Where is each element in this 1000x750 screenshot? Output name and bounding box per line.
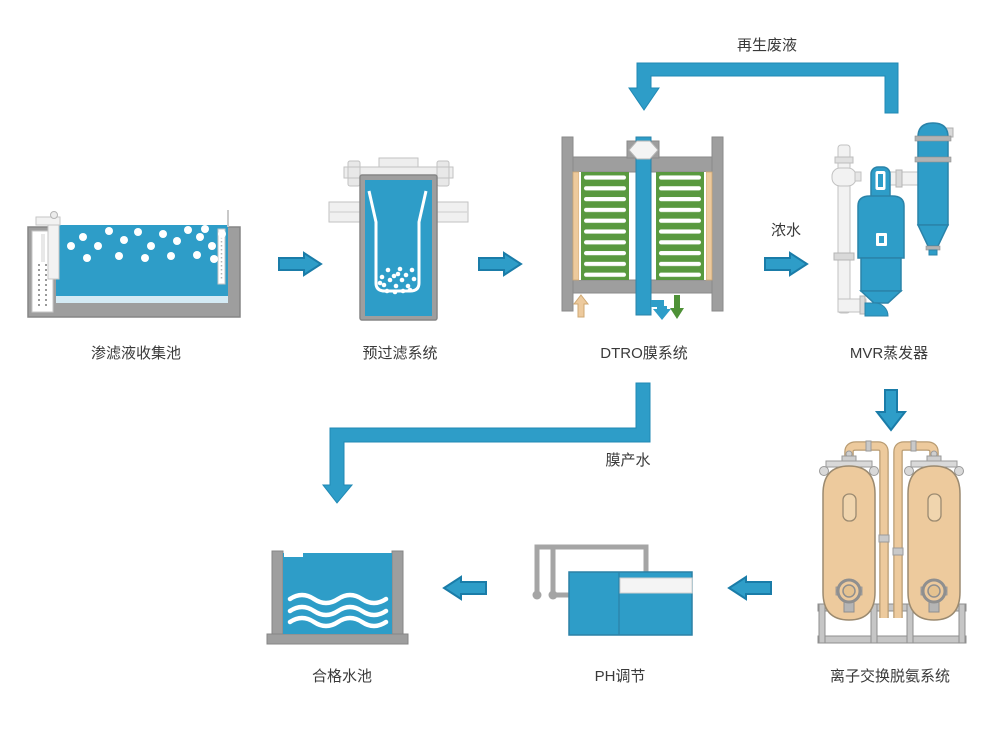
- pipe-flange: [833, 252, 855, 261]
- pool-notch: [284, 551, 303, 557]
- evaporator-lower: [860, 257, 902, 292]
- column-band: [914, 156, 952, 163]
- pipe-flange: [859, 295, 866, 315]
- filter-funnel-liner: [367, 190, 428, 293]
- gauge-inner-pipe: [41, 234, 45, 262]
- pipe-collar: [910, 440, 917, 452]
- pool-water-bottom-strip: [56, 296, 228, 303]
- pipe-regen-waste: [628, 62, 899, 114]
- resin-column-right: [907, 465, 961, 621]
- lid-fitting: [926, 455, 942, 462]
- dtro-right-post: [711, 136, 724, 312]
- stream-label-permeate: 膜产水: [605, 452, 650, 469]
- ion-exchange-equipment: [817, 440, 967, 644]
- stand-leg: [870, 603, 878, 644]
- mvr-equipment: [831, 122, 954, 317]
- inlet-pipe-horizontal: [35, 216, 61, 226]
- pipe-collar: [892, 547, 904, 556]
- membrane-stack-right: [656, 172, 704, 280]
- feed-up-arrow: [572, 294, 590, 318]
- arrow-prefilter-to-dtro: [478, 251, 523, 277]
- inlet-pipe-vertical: [47, 216, 60, 280]
- evaporator-cone: [859, 290, 903, 304]
- pipe-permeate: [321, 382, 651, 504]
- valve-nub: [854, 171, 862, 182]
- clean-pool-label: 合格水池: [312, 668, 372, 685]
- dosing-pipe: [534, 544, 649, 593]
- ph-adjust-label: PH调节: [595, 668, 646, 685]
- bubbles: [67, 225, 226, 263]
- permeate-elbow: [651, 300, 664, 307]
- lifting-lug: [954, 466, 964, 476]
- lid-fitting: [841, 455, 857, 462]
- flange-bolt: [436, 160, 450, 187]
- lifting-lug: [904, 466, 914, 476]
- water-waves: [287, 592, 389, 629]
- valve-body: [831, 167, 857, 187]
- column-window: [927, 493, 942, 522]
- pipe-collar: [878, 534, 890, 543]
- pipe-fitting: [50, 211, 58, 219]
- dtro-left-post: [561, 136, 574, 312]
- cone-tip: [928, 249, 938, 256]
- cone-flange: [925, 245, 941, 251]
- leachate-pool-label: 渗滤液收集池: [91, 345, 181, 362]
- tank-white-band: [619, 577, 693, 594]
- reject-down-arrow: [670, 295, 684, 319]
- mvr-cross-pipe: [888, 171, 921, 186]
- stand-leg: [958, 603, 966, 644]
- arrow-ph-to-clean-pool: [442, 575, 487, 601]
- arrow-dtro-to-mvr: [764, 251, 809, 277]
- stand-leg: [818, 603, 826, 644]
- column-window: [842, 493, 857, 522]
- filter-bubbles: [377, 266, 417, 295]
- column-band: [914, 135, 952, 142]
- leachate-pool-equipment: [27, 210, 241, 318]
- arrow-ion-exchange-to-ph: [727, 575, 772, 601]
- level-indicator: [217, 228, 226, 285]
- membrane-stack-left: [581, 172, 629, 280]
- ph-probe: [548, 590, 558, 600]
- prefilter-label: 预过滤系统: [362, 345, 437, 362]
- mvr-left-pipe: [837, 144, 851, 314]
- stand-top-bar: [817, 603, 967, 612]
- dtro-equipment: [561, 136, 724, 320]
- pool-base: [266, 633, 409, 645]
- permeate-down-arrow: [653, 306, 671, 320]
- pool-right-wall: [391, 550, 404, 637]
- lifting-lug: [819, 466, 829, 476]
- membrane-end-plate: [705, 171, 713, 281]
- resin-column-left: [822, 465, 876, 621]
- pool-left-wall: [271, 550, 284, 637]
- clean-pool-equipment: [266, 550, 409, 645]
- flange-bolt: [347, 160, 361, 187]
- ion-exchange-label: 离子交换脱氨系统: [830, 667, 950, 685]
- column-cone: [916, 224, 950, 247]
- pipe-collar: [865, 440, 872, 452]
- ph-probe: [532, 590, 542, 600]
- membrane-end-plate: [572, 171, 580, 281]
- evaporator-body: [857, 195, 905, 259]
- lifting-lug: [869, 466, 879, 476]
- evaporator-outlet-elbow: [864, 302, 889, 317]
- arrow-leachate-to-prefilter: [278, 251, 323, 277]
- mvr-label: MVR蒸发器: [850, 345, 928, 362]
- arrow-mvr-to-ion-exchange: [874, 389, 908, 432]
- stand-bottom-bar: [817, 635, 967, 644]
- ph-adjust-equipment: [532, 544, 693, 636]
- hex-nut: [628, 140, 659, 160]
- separator-column: [917, 122, 949, 226]
- prefilter-equipment: [328, 157, 469, 321]
- stream-label-regen-waste: 再生废液: [737, 37, 797, 54]
- dtro-label: DTRO膜系统: [600, 345, 688, 362]
- pipe-flange: [834, 156, 854, 164]
- pipe-flange: [895, 169, 903, 188]
- stream-label-concentrate: 浓水: [771, 222, 801, 239]
- dtro-center-pipe: [635, 136, 652, 316]
